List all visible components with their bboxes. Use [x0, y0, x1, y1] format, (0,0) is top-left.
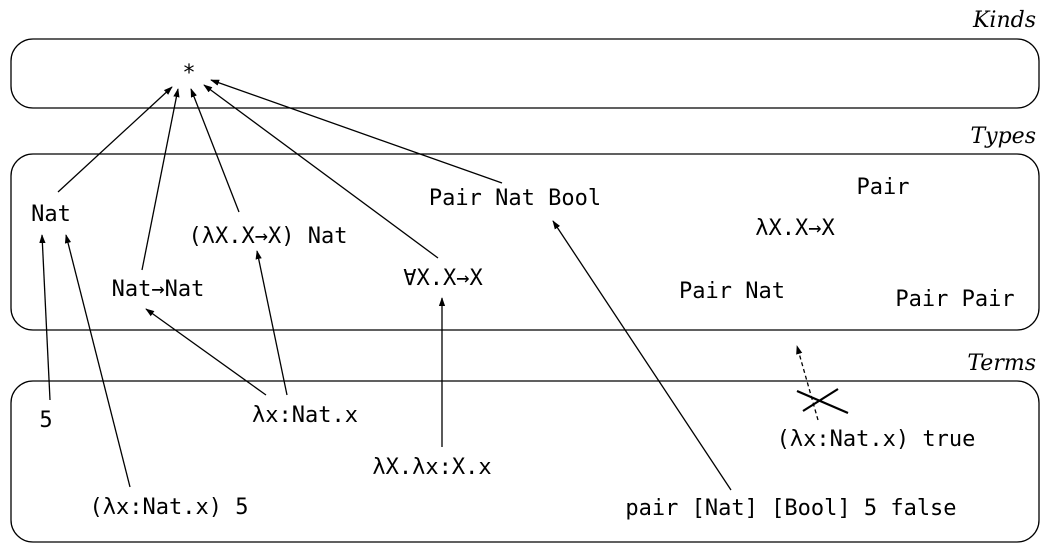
edge-five-to-nat — [39, 234, 51, 401]
terms-layer-title: Terms — [967, 351, 1036, 376]
term-ill-typed: (λx:Nat.x) true — [777, 427, 976, 452]
type-pair-nat-bool: Pair Nat Bool — [429, 186, 601, 211]
type-pair-pair: Pair Pair — [895, 287, 1014, 312]
edge-lambda-app-nat-to-star — [190, 88, 240, 213]
type-lambda-app-nat: (λX.X→X) Nat — [189, 224, 348, 249]
type-forall: ∀X.X→X — [403, 266, 483, 291]
types-layer-box — [10, 153, 1040, 331]
term-pair: pair [Nat] [Bool] 5 false — [625, 496, 956, 521]
kinds-layer-title: Kinds — [972, 8, 1036, 33]
type-nat-arrow-nat: Nat→Nat — [112, 277, 205, 302]
type-nat: Nat — [31, 202, 71, 227]
term-poly-id: λX.λx:X.x — [372, 455, 491, 480]
term-app-five: (λx:Nat.x) 5 — [90, 495, 249, 520]
term-lambda-x: λx:Nat.x — [252, 403, 358, 428]
type-lambda-type: λX.X→X — [755, 216, 835, 241]
terms-layer-box — [10, 380, 1040, 543]
edge-ill-typed-dashed — [796, 345, 819, 421]
edge-nat-arrow-nat-to-star — [141, 88, 180, 271]
term-five: 5 — [39, 408, 52, 433]
type-pair-nat: Pair Nat — [679, 279, 785, 304]
edge-forall-to-star — [203, 84, 439, 259]
edge-lambda-x-to-lambda-app-nat — [255, 250, 288, 396]
cross-out-mark-b — [802, 388, 839, 412]
edge-pair-term-to-pair-nat-bool — [552, 220, 732, 491]
edge-pair-nat-bool-to-star — [210, 79, 503, 184]
edge-lambda-x-to-nat-arrow-nat — [145, 308, 267, 396]
type-pair: Pair — [857, 175, 910, 200]
kinds-layer-box — [10, 38, 1040, 109]
kind-star: * — [182, 61, 195, 86]
edge-nat-to-star — [57, 86, 173, 193]
edge-app-five-to-nat — [64, 234, 131, 488]
cross-out-mark-a — [796, 389, 849, 415]
types-layer-title: Types — [971, 124, 1037, 149]
